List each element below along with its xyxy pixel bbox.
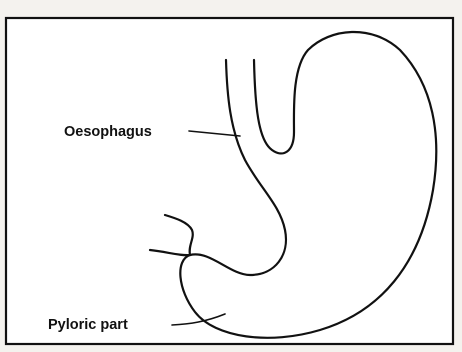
oesophagus-label: Oesophagus [64,124,152,140]
diagram-border [6,18,453,344]
pyloric-part-label: Pyloric part [48,317,128,333]
